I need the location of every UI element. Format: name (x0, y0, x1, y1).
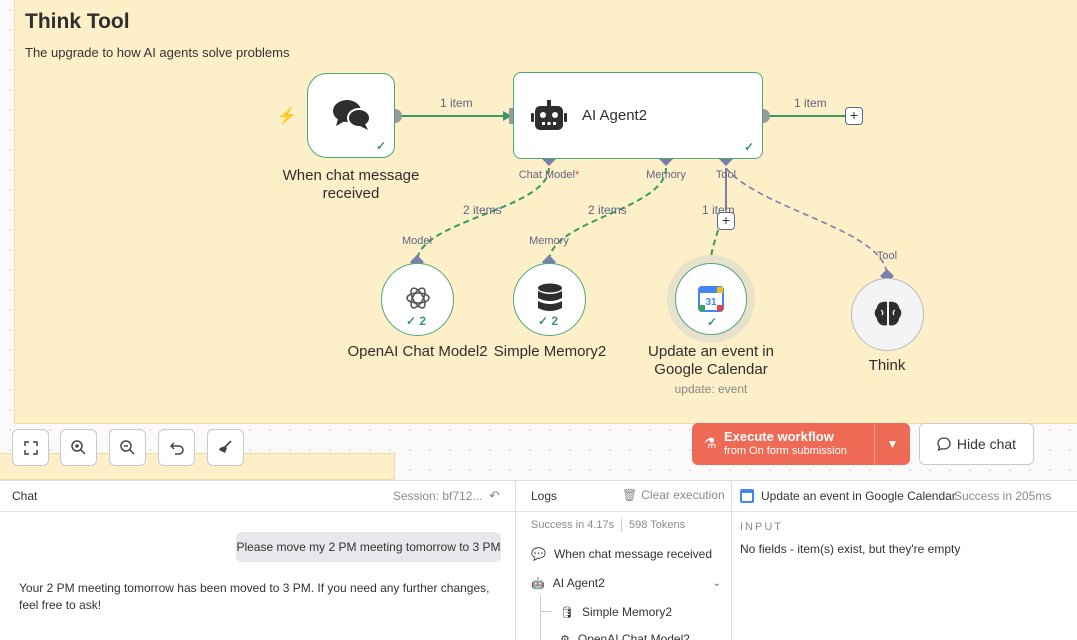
node-openai-chat-model[interactable]: ✓ 2 (381, 263, 454, 336)
node-chat-trigger-label: When chat message received (282, 167, 420, 202)
node-ai-agent[interactable]: AI Agent2 ✓ (513, 72, 763, 159)
execute-title: Execute workflow (724, 429, 834, 444)
chat-session: Session: bf712... (393, 489, 483, 503)
bot-message: Your 2 PM meeting tomorrow has been move… (19, 581, 490, 612)
chat-bubbles-icon (333, 100, 371, 130)
node-chat-trigger[interactable]: ✓ (307, 73, 395, 158)
detail-panel (732, 480, 1077, 640)
port-label-tool: Tool (715, 169, 737, 181)
port-label-model-in: Model (402, 235, 432, 247)
success-check-icon: ✓ 2 (406, 314, 427, 328)
logs-title: Logs (531, 489, 558, 503)
port-label-chat-model: Chat Model* (518, 169, 580, 181)
input-label: INPUT (740, 521, 783, 533)
node-think[interactable] (851, 278, 924, 351)
execute-dropdown-button[interactable]: ▼ (874, 423, 910, 465)
hide-chat-button[interactable]: Hide chat (919, 423, 1034, 465)
logs-divider (621, 519, 622, 532)
broom-icon (219, 440, 232, 453)
fit-view-icon (23, 440, 38, 455)
flask-icon: ⚗ (704, 435, 717, 451)
log-item[interactable]: ⚙ OpenAI Chat Model2 (560, 632, 690, 640)
trigger-bolt-icon: ⚡ (277, 108, 297, 125)
log-item[interactable]: 💬 When chat message received (531, 547, 713, 561)
robot-icon: 🤖 (531, 577, 545, 590)
database-icon (538, 283, 562, 311)
node-openai-label: OpenAI Chat Model2 (347, 343, 488, 360)
undo-button[interactable] (158, 429, 195, 466)
zoom-out-button[interactable] (109, 429, 146, 466)
logs-panel (516, 480, 732, 640)
detail-header (732, 481, 1077, 512)
node-memory-label: Simple Memory2 (493, 343, 607, 360)
logs-header (516, 481, 731, 512)
user-message: Please move my 2 PM meeting tomorrow to … (236, 532, 501, 562)
chevron-down-icon[interactable]: ⌄ (712, 577, 721, 589)
chevron-down-icon: ▼ (886, 437, 899, 451)
success-check-icon: ✓ 2 (538, 314, 559, 328)
log-tree-branch (540, 611, 552, 612)
zoom-in-button[interactable] (60, 429, 97, 466)
zoom-out-icon (120, 440, 135, 455)
zoom-in-icon (71, 440, 86, 455)
execute-subtitle: from On form submission (724, 445, 847, 457)
database-icon: 🛢 (560, 606, 574, 619)
add-node-button[interactable]: + (845, 107, 863, 125)
logs-tokens: 598 Tokens (629, 519, 686, 531)
log-item[interactable]: 🛢 Simple Memory2 (560, 605, 672, 619)
node-gcal-label: Update an event in Google Calendar (648, 343, 774, 378)
wire-label-trigger-agent: 1 item (440, 96, 473, 110)
robot-icon (531, 100, 567, 130)
success-check-icon: ✓ (375, 139, 386, 153)
node-ai-agent-label: AI Agent2 (582, 107, 648, 124)
port-label-memory-in: Memory (529, 235, 569, 247)
wire-label-agent-out: 1 item (794, 96, 827, 110)
sticky-subtitle: The upgrade to how AI agents solve probl… (25, 45, 290, 60)
input-empty-text: No fields - item(s) exist, but they're e… (740, 542, 961, 556)
google-calendar-icon (740, 489, 754, 503)
wire-label-memory: 2 items (588, 203, 627, 217)
chat-bubbles-icon: 💬 (531, 547, 546, 561)
log-tree-line (540, 595, 541, 640)
wire-label-model: 2 items (463, 203, 502, 217)
openai-icon: ⚙ (560, 633, 570, 640)
node-google-calendar[interactable]: 31 ✓ (675, 263, 747, 335)
hide-chat-label: Hide chat (956, 436, 1017, 452)
chat-header (0, 481, 515, 512)
node-think-label: Think (868, 357, 906, 374)
chat-icon (937, 437, 951, 451)
node-simple-memory[interactable]: ✓ 2 (513, 263, 586, 336)
add-tool-button[interactable]: + (717, 212, 735, 230)
port-label-memory: Memory (646, 169, 686, 181)
node-gcal-sublabel: update: event (674, 382, 748, 396)
port-label-tool-in: Tool (876, 250, 898, 262)
success-check-icon: ✓ (743, 140, 754, 154)
brain-icon (874, 301, 902, 326)
tidy-up-button[interactable] (207, 429, 244, 466)
execute-workflow-button[interactable]: ⚗ Execute workflow from On form submissi… (692, 423, 874, 465)
clear-execution-button[interactable]: 🗑 Clear execution (622, 488, 725, 502)
svg-text:31: 31 (705, 297, 717, 308)
chat-title: Chat (12, 489, 38, 503)
undo-icon (169, 441, 184, 455)
success-check-icon: ✓ (707, 315, 718, 329)
reset-session-icon[interactable]: ↶ (489, 488, 500, 503)
logs-status: Success in 4.17s (531, 519, 615, 531)
log-item[interactable]: 🤖 AI Agent2 ⌄ (531, 576, 721, 590)
detail-title: Update an event in Google Calendar (761, 489, 956, 503)
openai-icon (406, 287, 430, 309)
google-calendar-icon: 31 (698, 286, 724, 312)
fit-view-button[interactable] (12, 429, 49, 466)
detail-status: Success in 205ms (954, 489, 1052, 503)
trash-icon: 🗑 (622, 488, 638, 502)
sticky-title: Think Tool (25, 10, 130, 33)
